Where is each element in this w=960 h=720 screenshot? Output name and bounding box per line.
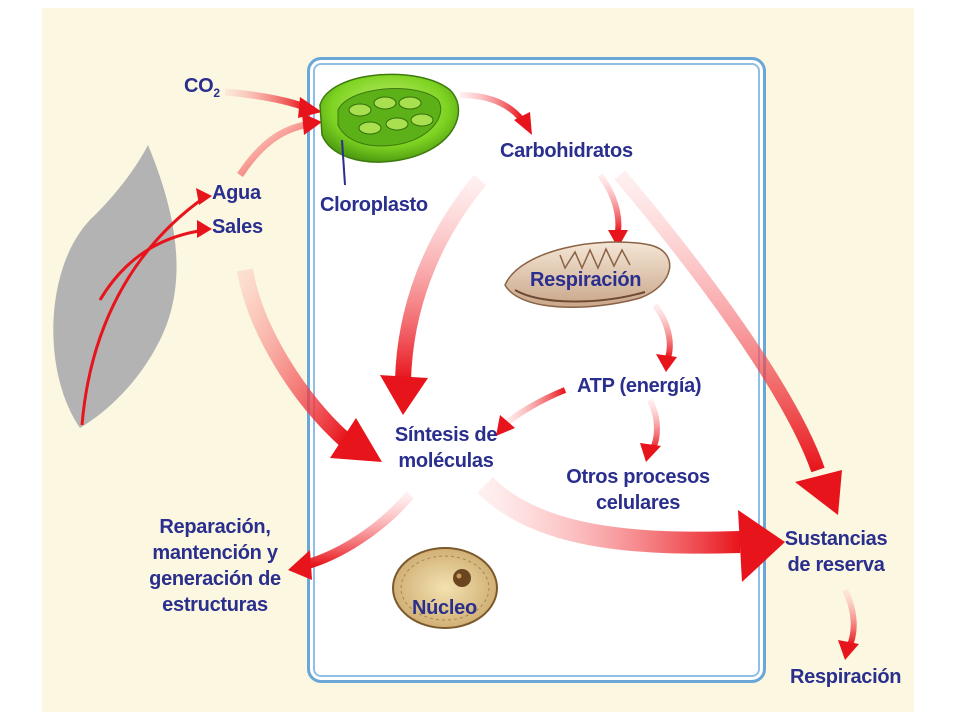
sintesis-to-sustancias-arrow bbox=[477, 477, 785, 582]
nucleus-icon bbox=[392, 547, 498, 629]
otros-procesos-label: Otros procesos celulares bbox=[566, 466, 710, 514]
sintesis-label: Síntesis de moléculas bbox=[394, 424, 498, 472]
leaf-icon bbox=[53, 145, 212, 428]
respiracion-final-label: Respiración bbox=[790, 666, 902, 688]
agua-label: Agua bbox=[212, 182, 261, 204]
carbohidratos-label: Carbohidratos bbox=[500, 140, 633, 162]
chloroplast-icon bbox=[319, 73, 460, 186]
reparacion-label: Reparación, mantención y generación de e… bbox=[149, 516, 281, 616]
co2-label: CO2 bbox=[184, 75, 220, 100]
atp-to-sintesis-arrow bbox=[496, 387, 567, 436]
co2-arrow bbox=[224, 88, 322, 118]
sintesis-to-reparacion-arrow bbox=[288, 491, 414, 580]
atp-label: ATP (energía) bbox=[577, 375, 702, 397]
sustancias-to-respiracion-arrow bbox=[838, 588, 859, 660]
carbohidratos-to-respiracion-arrow bbox=[597, 173, 628, 248]
respiracion-mito-label: Respiración bbox=[530, 269, 642, 291]
cloroplasto-label: Cloroplasto bbox=[320, 194, 428, 216]
carbohidratos-to-sintesis-arrow bbox=[380, 174, 487, 415]
mitochondrion-icon bbox=[504, 241, 671, 308]
chloroplast-to-carbohidratos-arrow bbox=[459, 92, 532, 135]
atp-to-otros-arrow bbox=[640, 398, 661, 462]
sales-label: Sales bbox=[212, 216, 263, 238]
nucleo-label: Núcleo bbox=[412, 597, 477, 619]
sustancias-reserva-label: Sustancias de reserva bbox=[784, 528, 888, 576]
respiracion-to-atp-arrow bbox=[652, 303, 677, 372]
agua-arrow bbox=[237, 113, 322, 177]
sales-to-sintesis-arrow bbox=[237, 268, 382, 462]
carbohidratos-to-sustancias-arrow bbox=[614, 170, 842, 515]
